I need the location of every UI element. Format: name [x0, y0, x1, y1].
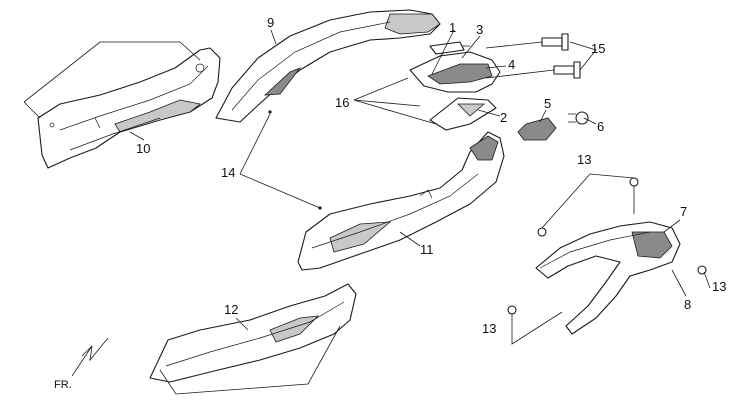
callout-14: 14 — [221, 165, 235, 180]
leader-lines — [129, 29, 711, 331]
callout-13-right: 13 — [712, 279, 726, 294]
part-7-rear-carrier — [535, 221, 681, 335]
callout-11: 11 — [420, 242, 434, 257]
callout-8: 8 — [684, 297, 691, 312]
callout-2: 2 — [500, 110, 507, 125]
callout-16: 16 — [335, 95, 349, 110]
callout-3: 3 — [476, 22, 483, 37]
callout-5: 5 — [544, 96, 551, 111]
callout-13-top: 13 — [577, 152, 591, 167]
callout-15: 15 — [591, 41, 605, 56]
front-direction-arrow-icon — [71, 337, 109, 377]
part-11-lower-rear-cowl — [297, 131, 505, 271]
part-4-tail-housing — [409, 41, 501, 93]
callout-7: 7 — [680, 204, 687, 219]
part-5-reflector — [517, 117, 557, 141]
part-6-bulb — [568, 111, 589, 125]
part-2-lower-bracket — [429, 97, 497, 131]
front-direction-label: FR. — [54, 379, 72, 391]
callout-1: 1 — [449, 20, 456, 35]
part-15-bolts — [485, 33, 597, 79]
callout-4: 4 — [508, 57, 515, 72]
callout-13-bottom: 13 — [482, 321, 496, 336]
part-12-lower-skirt — [149, 283, 357, 395]
part-9-upper-rear-cover — [215, 9, 441, 123]
callout-6: 6 — [597, 119, 604, 134]
callout-10: 10 — [136, 141, 150, 156]
callout-12: 12 — [224, 302, 238, 317]
callout-9: 9 — [267, 15, 274, 30]
part-10-left-side-cover — [23, 41, 221, 169]
